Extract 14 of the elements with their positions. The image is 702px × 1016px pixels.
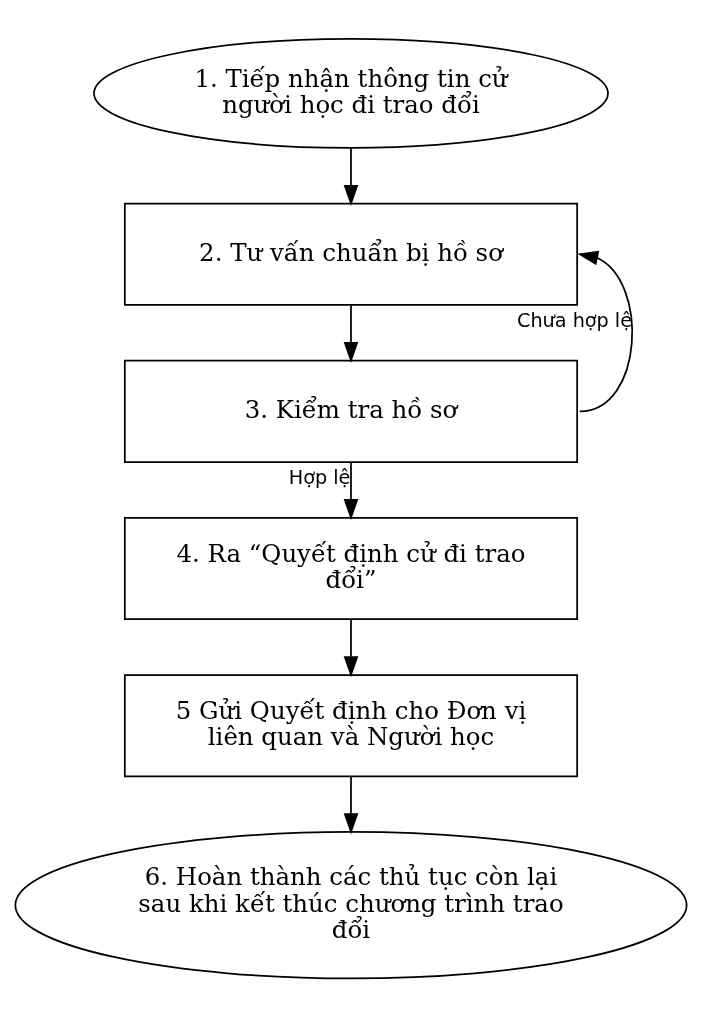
arrow bbox=[343, 304, 359, 363]
arrow bbox=[577, 250, 633, 412]
arrow bbox=[343, 461, 359, 520]
node-ellipse: 1. Tiếp nhận thông tin cử người học đi trao đổi bbox=[93, 37, 609, 149]
node-box: 3. Kiểm tra hồ sơ bbox=[123, 359, 579, 463]
node-ellipse: 6. Hoàn thành các thủ tục còn lại sau khi kết thúc chương trình trao đổi bbox=[14, 830, 688, 979]
edge-label: Hợp lệ bbox=[288, 465, 351, 489]
node-box: 2. Tư vấn chuẩn bị hồ sơ bbox=[123, 202, 579, 306]
node-box: 4. Ra “Quyết định cử đi trao đổi” bbox=[123, 516, 579, 620]
arrow bbox=[343, 618, 359, 677]
arrow bbox=[343, 775, 359, 834]
arrow bbox=[343, 146, 359, 206]
node-box: 5 Gửi Quyết định cho Đơn vị liên quan và Người học bbox=[123, 673, 579, 777]
edge-label: Chưa hợp lệ bbox=[517, 308, 633, 332]
